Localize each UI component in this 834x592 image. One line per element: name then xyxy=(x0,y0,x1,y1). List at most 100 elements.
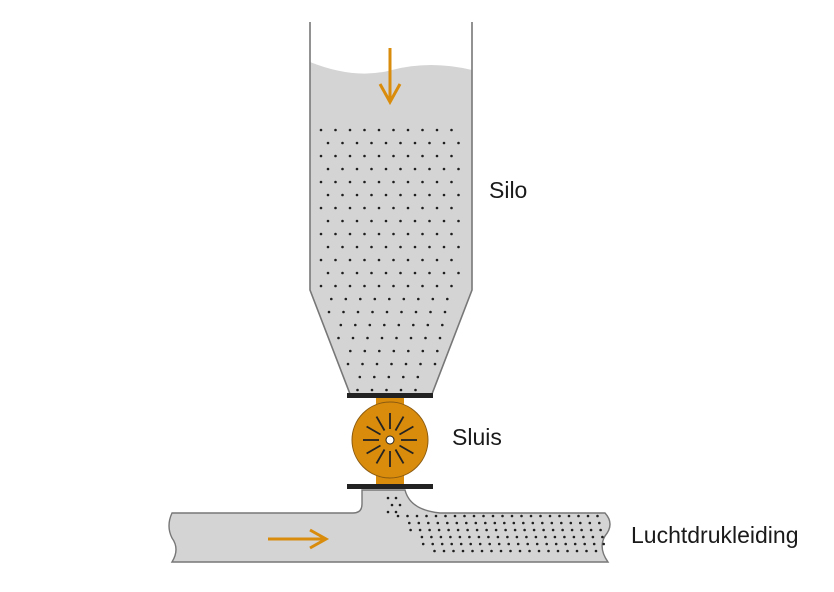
particle-dot xyxy=(399,193,402,197)
particle-dot xyxy=(428,219,431,223)
particle-dot xyxy=(341,219,344,223)
particle-dot xyxy=(450,128,453,132)
particle-dot xyxy=(441,323,444,327)
particle-dot xyxy=(583,542,586,546)
particle-dot xyxy=(442,193,446,197)
particle-dot xyxy=(499,549,503,553)
particle-dot xyxy=(582,535,585,539)
particle-dot xyxy=(404,362,408,366)
particle-dot xyxy=(384,271,388,275)
particle-dot xyxy=(466,528,469,532)
particle-dot xyxy=(532,528,536,532)
silo-label: Silo xyxy=(489,177,528,203)
particle-dot xyxy=(452,549,455,553)
particle-dot xyxy=(406,180,410,184)
particle-dot xyxy=(553,535,557,539)
particle-dot xyxy=(378,349,381,353)
particle-dot xyxy=(534,535,538,539)
particle-dot xyxy=(435,128,439,132)
particle-dot xyxy=(327,310,331,314)
particle-dot xyxy=(421,258,424,262)
particle-dot xyxy=(421,206,424,210)
particle-dot xyxy=(458,535,462,539)
particle-dot xyxy=(416,375,420,379)
particle-dot xyxy=(526,542,529,546)
particle-dot xyxy=(580,528,583,532)
silo-wall-right xyxy=(431,22,473,395)
particle-dot xyxy=(349,349,352,353)
particle-dot xyxy=(385,388,388,392)
particle-dot xyxy=(339,323,343,327)
particle-dot xyxy=(469,542,473,546)
particle-dot xyxy=(319,128,323,132)
pipeline-label: Luchtdrukleiding xyxy=(631,522,799,548)
particle-dot xyxy=(560,521,563,525)
particle-dot xyxy=(399,271,402,275)
particle-dot xyxy=(398,503,402,507)
particle-dot xyxy=(402,297,406,301)
particle-dot xyxy=(556,549,560,553)
particle-dot xyxy=(319,258,323,262)
particle-dot xyxy=(447,528,450,532)
particle-dot xyxy=(355,271,359,275)
particle-dot xyxy=(435,284,439,288)
particle-dot xyxy=(435,180,439,184)
particle-dot xyxy=(471,549,474,553)
particle-dot xyxy=(525,535,528,539)
particle-dot xyxy=(477,535,481,539)
valve-vane xyxy=(399,444,414,455)
particle-dot xyxy=(395,336,398,340)
particle-dot xyxy=(413,193,417,197)
particle-dot xyxy=(361,362,364,366)
particle-dot xyxy=(457,167,460,171)
particle-dot xyxy=(463,514,466,518)
particle-dot xyxy=(337,336,340,340)
particle-dot xyxy=(356,388,359,392)
particle-dot xyxy=(450,206,453,210)
particle-dot xyxy=(457,193,460,197)
particle-dot xyxy=(450,154,453,158)
particle-dot xyxy=(435,232,439,236)
particle-dot xyxy=(359,297,362,301)
particle-dot xyxy=(438,336,442,340)
particle-dot xyxy=(334,258,337,262)
particle-dot xyxy=(408,521,411,525)
particle-dot xyxy=(437,528,441,532)
valve-vane xyxy=(375,416,386,431)
particle-dot xyxy=(406,154,410,158)
particle-dot xyxy=(516,542,520,546)
particle-dot xyxy=(413,167,417,171)
particle-dot xyxy=(434,514,438,518)
particle-dot xyxy=(589,528,593,532)
valve-vanes xyxy=(363,413,417,467)
particle-dot xyxy=(355,219,359,223)
particle-dot xyxy=(392,128,395,132)
particle-dot xyxy=(541,521,544,525)
particle-dot xyxy=(598,521,601,525)
valve-vane xyxy=(399,425,414,436)
particle-dot xyxy=(440,542,444,546)
particle-dot xyxy=(474,521,478,525)
particle-dot xyxy=(341,141,344,145)
particle-dot xyxy=(330,297,333,301)
particle-dot xyxy=(421,284,424,288)
valve-flange-bottom xyxy=(347,484,433,489)
particle-dot xyxy=(363,232,366,236)
particle-dot xyxy=(588,521,592,525)
particle-dot xyxy=(523,528,526,532)
particle-dot xyxy=(428,245,431,249)
particle-dot xyxy=(363,154,366,158)
particle-dot xyxy=(392,232,395,236)
particle-dot xyxy=(547,549,550,553)
particle-dot xyxy=(363,258,366,262)
particle-dot xyxy=(450,180,453,184)
particle-dot xyxy=(510,514,514,518)
particle-dot xyxy=(554,542,558,546)
particle-dot xyxy=(596,514,599,518)
particle-dot xyxy=(326,219,330,223)
particle-dot xyxy=(373,297,377,301)
particle-dot xyxy=(390,362,393,366)
particle-dot xyxy=(428,193,431,197)
particle-dot xyxy=(319,232,323,236)
